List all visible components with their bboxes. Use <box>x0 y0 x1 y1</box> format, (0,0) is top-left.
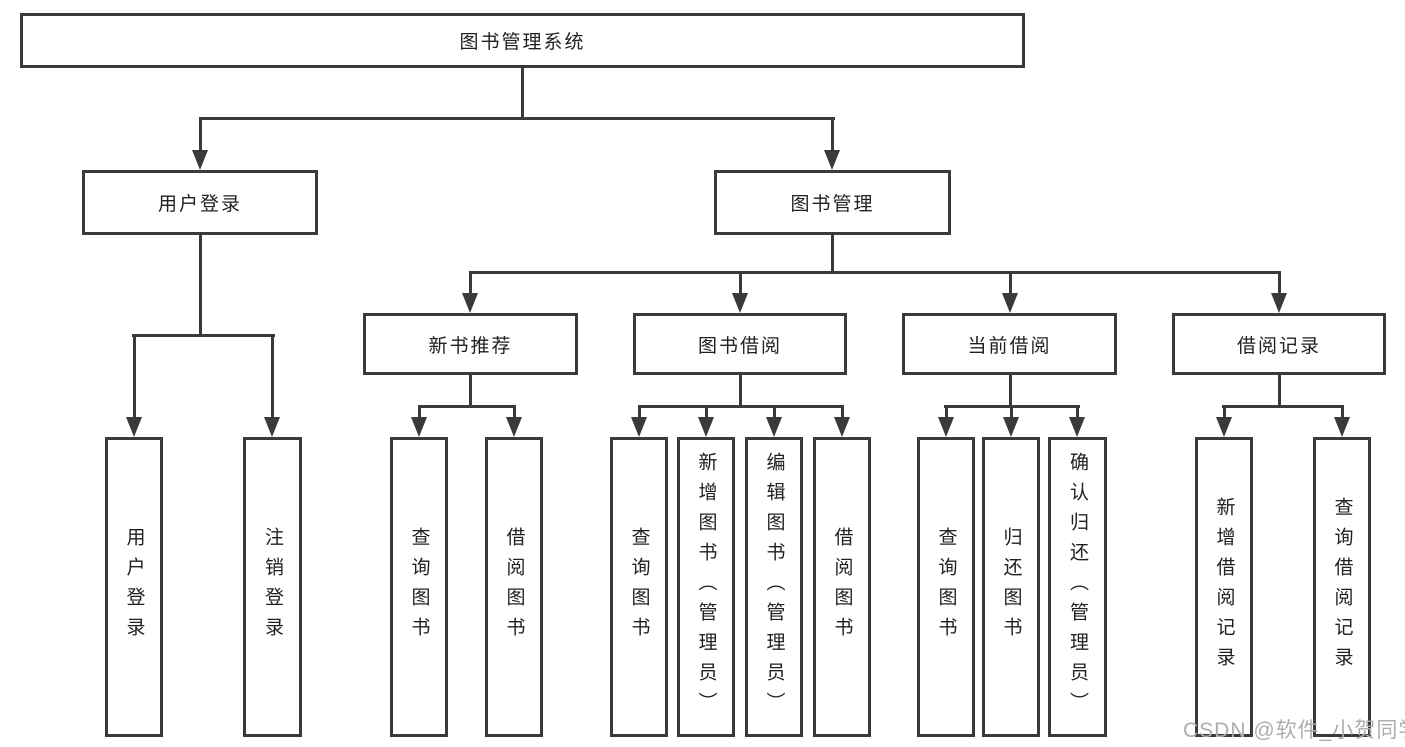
node-borrow-records-label: 借阅记录 <box>1236 335 1321 357</box>
connector-leaf-stem <box>841 405 844 417</box>
connector-book-management-stem <box>831 117 834 151</box>
connector-user-login-down <box>199 235 202 336</box>
node-borrow-records: 借阅记录 <box>1172 313 1386 375</box>
arrowhead-icon <box>631 417 647 437</box>
connector-leaf-stem <box>1223 405 1226 417</box>
arrowhead-icon <box>1003 417 1019 437</box>
leaf-current-query: 查询图书 <box>917 437 975 737</box>
leaf-user-login-label: 用户登录 <box>123 527 145 647</box>
connector-leaf-stem <box>773 405 776 417</box>
arrowhead-icon <box>698 417 714 437</box>
node-root-label: 图书管理系统 <box>459 32 586 53</box>
arrowhead-icon <box>506 417 522 437</box>
node-book-borrow: 图书借阅 <box>633 313 847 375</box>
connector-leaf-stem <box>1010 405 1013 417</box>
leaf-user-login: 用户登录 <box>105 437 163 737</box>
arrowhead-icon <box>264 417 280 437</box>
leaf-records-add-label: 新增借阅记录 <box>1213 497 1235 677</box>
leaf-borrow-add-label: 新增图书（管理员） <box>695 452 717 722</box>
leaf-current-confirm-return: 确认归还（管理员） <box>1048 437 1107 737</box>
connector-book-management-down <box>831 235 834 273</box>
connector-leaf-stem <box>1341 405 1344 417</box>
arrowhead-icon <box>938 417 954 437</box>
connector-level2-stem <box>739 271 742 293</box>
arrowhead-icon <box>1069 417 1085 437</box>
connector-currentborrow-down <box>1009 375 1012 408</box>
node-current-borrow-label: 当前借阅 <box>967 335 1052 357</box>
connector-root-stem <box>521 68 524 119</box>
connector-bookborrow-hline <box>638 405 844 408</box>
leaf-current-query-label: 查询图书 <box>935 527 957 647</box>
leaf-records-query-label: 查询借阅记录 <box>1331 497 1353 677</box>
node-root: 图书管理系统 <box>20 13 1025 68</box>
arrowhead-icon <box>732 293 748 313</box>
arrowhead-icon <box>192 150 208 170</box>
leaf-newbooks-borrow: 借阅图书 <box>485 437 543 737</box>
leaf-current-confirm-return-label: 确认归还（管理员） <box>1067 452 1088 722</box>
connector-level2-stem <box>469 271 472 293</box>
connector-records-down <box>1278 375 1281 408</box>
connector-newbooks-down <box>469 375 472 408</box>
connector-leaf-stem <box>638 405 641 417</box>
connector-leaf-stem <box>418 405 421 417</box>
arrowhead-icon <box>824 150 840 170</box>
connector-leaf-stem <box>513 405 516 417</box>
arrowhead-icon <box>1216 417 1232 437</box>
csdn-watermark: CSDN @软件_小贺同学 <box>1183 719 1405 742</box>
arrowhead-icon <box>411 417 427 437</box>
leaf-newbooks-query: 查询图书 <box>390 437 448 737</box>
leaf-records-add: 新增借阅记录 <box>1195 437 1253 737</box>
arrowhead-icon <box>766 417 782 437</box>
leaf-borrow-query-label: 查询图书 <box>628 527 650 647</box>
connector-user-login-hline <box>132 334 275 337</box>
leaf-borrow-edit-label: 编辑图书（管理员） <box>763 452 785 722</box>
leaf-borrow-borrow-label: 借阅图书 <box>831 527 853 647</box>
node-new-book-recommend-label: 新书推荐 <box>428 335 513 357</box>
connector-leaf-stem <box>1076 405 1079 417</box>
leaf-current-return: 归还图书 <box>982 437 1040 737</box>
leaf-logout: 注销登录 <box>243 437 302 737</box>
connector-newbooks-hline <box>418 405 516 408</box>
leaf-borrow-query: 查询图书 <box>610 437 668 737</box>
arrowhead-icon <box>126 417 142 437</box>
leaf-newbooks-borrow-label: 借阅图书 <box>503 527 525 647</box>
connector-bookborrow-down <box>739 375 742 408</box>
arrowhead-icon <box>462 293 478 313</box>
leaf-borrow-borrow: 借阅图书 <box>813 437 871 737</box>
connector-level2-hline <box>469 271 1281 274</box>
arrowhead-icon <box>1334 417 1350 437</box>
node-new-book-recommend: 新书推荐 <box>363 313 578 375</box>
node-user-login-label: 用户登录 <box>157 194 242 215</box>
leaf-records-query: 查询借阅记录 <box>1313 437 1371 737</box>
leaf-borrow-add: 新增图书（管理员） <box>677 437 735 737</box>
connector-leaf-stem <box>133 334 136 417</box>
node-book-management-label: 图书管理 <box>790 194 875 215</box>
arrowhead-icon <box>1271 293 1287 313</box>
connector-records-hline <box>1222 405 1344 408</box>
leaf-logout-label: 注销登录 <box>262 527 283 647</box>
connector-level2-stem <box>1278 271 1281 293</box>
arrowhead-icon <box>1002 293 1018 313</box>
leaf-newbooks-query-label: 查询图书 <box>408 527 430 647</box>
node-current-borrow: 当前借阅 <box>902 313 1117 375</box>
node-user-login: 用户登录 <box>82 170 318 235</box>
connector-level2-stem <box>1009 271 1012 293</box>
arrowhead-icon <box>834 417 850 437</box>
node-book-borrow-label: 图书借阅 <box>697 335 782 357</box>
connector-level1-hline <box>199 117 835 120</box>
leaf-borrow-edit: 编辑图书（管理员） <box>745 437 803 737</box>
connector-leaf-stem <box>705 405 708 417</box>
connector-user-login-stem <box>199 117 202 151</box>
node-book-management: 图书管理 <box>714 170 951 235</box>
connector-leaf-stem <box>271 334 274 417</box>
connector-leaf-stem <box>945 405 948 417</box>
leaf-current-return-label: 归还图书 <box>1000 527 1022 647</box>
